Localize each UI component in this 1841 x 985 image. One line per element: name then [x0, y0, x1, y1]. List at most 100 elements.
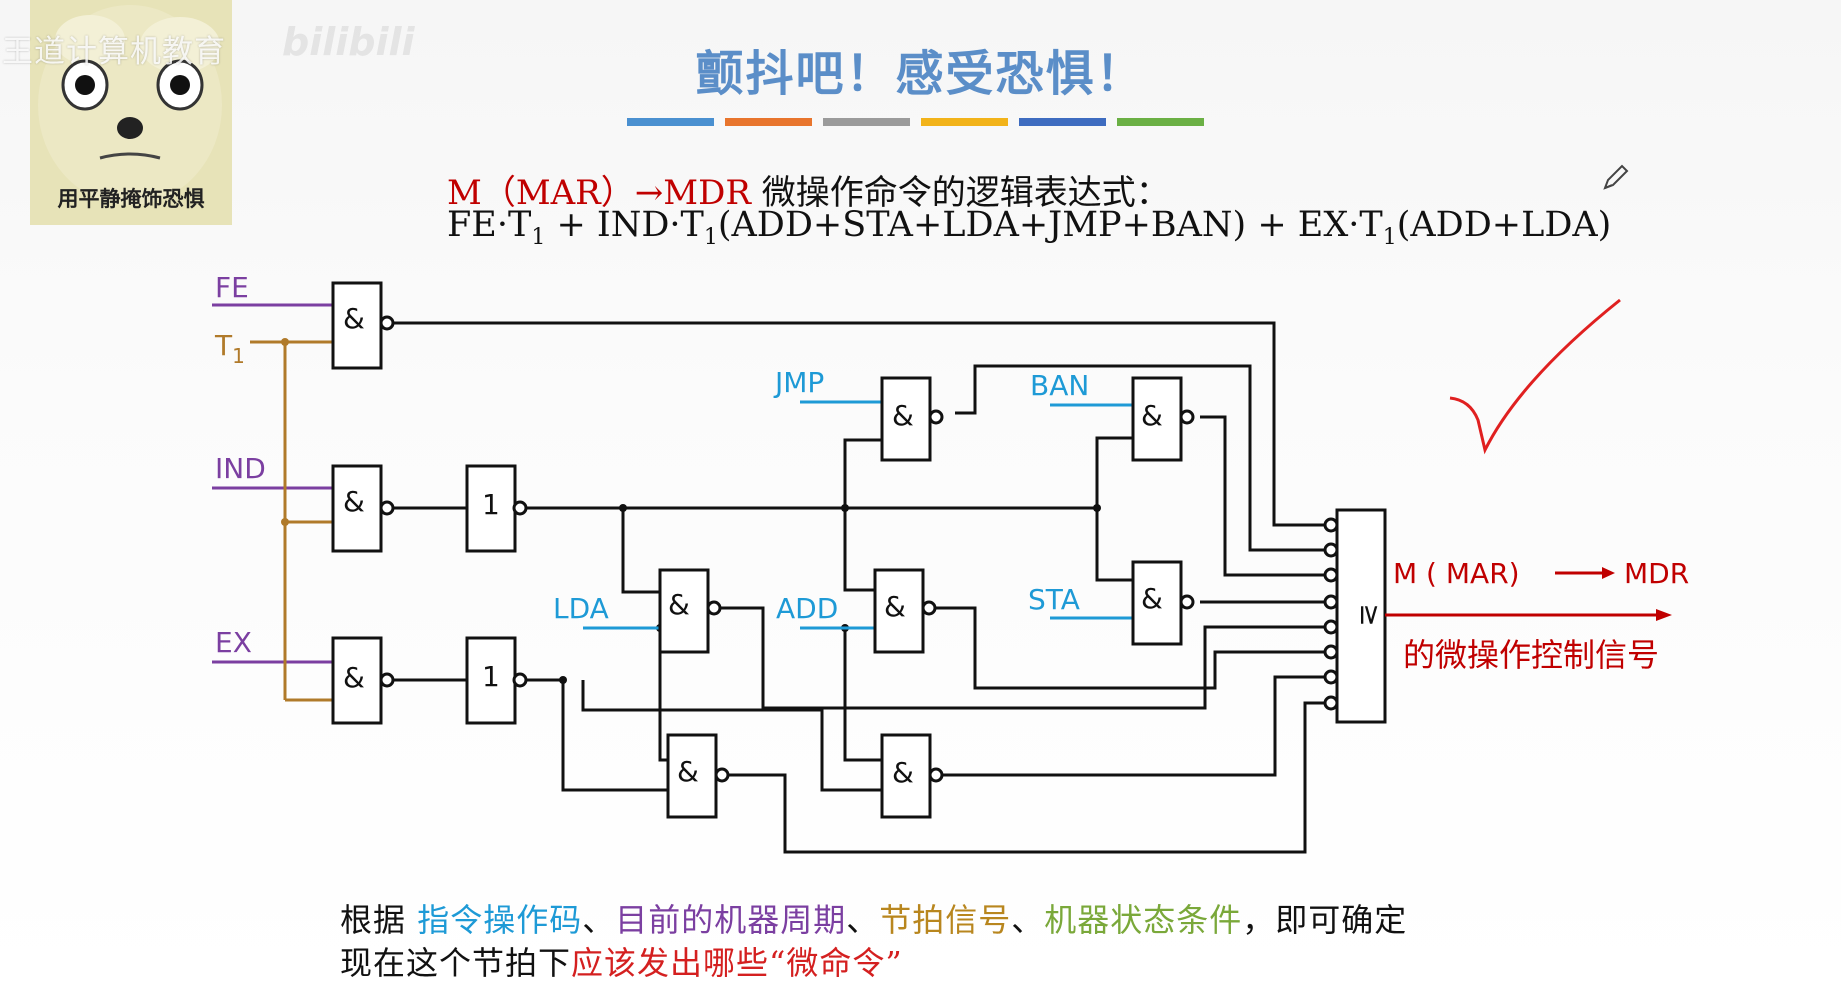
color-bar: [1117, 118, 1204, 126]
formula-part: (ADD+LDA): [1396, 205, 1612, 245]
wire: [843, 438, 882, 508]
bottom-note-line2: 现在这个节拍下应该发出哪些“微命令”: [340, 938, 903, 984]
formula-part: (ADD+STA+LDA+JMP+BAN) + EX·T: [717, 205, 1383, 245]
wire: [658, 628, 668, 762]
junction-dot: [559, 676, 567, 684]
formula-sub: 1: [531, 225, 546, 250]
and-gate-lda: [658, 568, 710, 654]
wire: [621, 508, 660, 594]
and-gate-sta: [1131, 560, 1183, 646]
inversion-bubble: [1179, 409, 1195, 425]
inversion-bubble: [512, 672, 528, 688]
wire: [1200, 415, 1326, 577]
inversion-bubble: [1323, 619, 1339, 635]
gate-symbol: 1: [482, 488, 500, 521]
wire: [1095, 436, 1133, 508]
gate-symbol: &: [892, 399, 914, 432]
gate-symbol: &: [892, 756, 914, 789]
bilibili-logo: bilibili: [282, 20, 415, 64]
inversion-bubble: [714, 767, 730, 783]
gate-symbol: 1: [482, 660, 500, 693]
wire: [935, 675, 1326, 777]
and-gate-jmp: [880, 376, 932, 462]
not-gate-ex: [465, 636, 517, 725]
junction-dot: [619, 504, 627, 512]
gate-symbol: &: [884, 590, 906, 623]
note-text: 、: [846, 901, 880, 939]
note-micro-commands: 应该发出哪些“微命令”: [571, 944, 903, 982]
formula-part: + IND·T: [545, 205, 704, 245]
note-timing-signal: 节拍信号: [879, 901, 1012, 939]
junction-dot: [1093, 504, 1101, 512]
inversion-bubble: [1323, 695, 1339, 711]
note-text: 、: [582, 901, 616, 939]
opcode-label-lda: LDA: [553, 592, 609, 625]
opcode-label-add: ADD: [776, 592, 838, 625]
color-bar: [823, 118, 910, 126]
wire: [561, 680, 668, 792]
inversion-bubble: [1323, 517, 1339, 533]
bottom-note-line1: 根据 指令操作码、目前的机器周期、节拍信号、机器状态条件，即可确定: [340, 895, 1407, 941]
wire: [843, 508, 875, 592]
expression-heading-text: 微操作命令的逻辑表达式：: [750, 173, 1170, 213]
and-gate-add: [873, 568, 925, 654]
and-gate-ex: [331, 636, 383, 725]
page-title: 颤抖吧！感受恐惧！: [695, 46, 1146, 102]
wire: [843, 628, 882, 762]
inversion-bubble: [1323, 669, 1339, 685]
opcode-label-ban: BAN: [1030, 369, 1089, 402]
watermark-text: 王道计算机教育: [2, 34, 226, 70]
inversion-bubble: [1179, 594, 1195, 610]
note-text: 、: [1011, 901, 1045, 939]
formula-sub: 1: [1382, 225, 1397, 250]
output-arrowhead: [1656, 609, 1672, 621]
opcode-label-sta: STA: [1028, 583, 1080, 616]
inversion-bubble: [706, 600, 722, 616]
expression-heading: M（MAR）→MDR 微操作命令的逻辑表达式：: [447, 165, 1170, 214]
gate-symbol: &: [343, 485, 365, 518]
gate-symbol: &: [343, 302, 365, 335]
wire: [1095, 508, 1133, 582]
and-gate-ind: [331, 464, 383, 553]
dog-face-image: [38, 5, 222, 205]
opcode-label-jmp: JMP: [773, 366, 824, 399]
input-label-t1: T1: [214, 329, 245, 368]
inversion-bubble: [1323, 567, 1339, 583]
inversion-bubble: [928, 767, 944, 783]
note-opcode: 指令操作码: [417, 901, 583, 939]
logic-formula: FE·T1 + IND·T1(ADD+STA+LDA+JMP+BAN) + EX…: [447, 205, 1611, 250]
output-label-mdr: MDR: [1624, 557, 1689, 590]
color-bar: [921, 118, 1008, 126]
wire: [935, 606, 1326, 690]
color-bars: [627, 118, 1204, 126]
inversion-bubble: [921, 600, 937, 616]
wire: [720, 606, 1326, 710]
gate-symbol: &: [677, 755, 699, 788]
color-bar: [627, 118, 714, 126]
note-machine-cycle: 目前的机器周期: [615, 901, 847, 939]
gate-symbol: ≥: [1354, 603, 1387, 626]
wire: [728, 701, 1326, 854]
gate-symbol: &: [668, 588, 690, 621]
and-gate-ex-lda: [666, 733, 718, 819]
note-text: 根据: [340, 901, 418, 939]
gate-symbol: &: [1141, 582, 1163, 615]
inversion-bubble: [928, 409, 944, 425]
formula-sub: 1: [703, 225, 718, 250]
inversion-bubble: [512, 500, 528, 516]
meme-sticker: 用平静掩饰恐惧: [30, 0, 232, 225]
inversion-bubble: [379, 315, 395, 331]
color-bar: [1019, 118, 1106, 126]
input-label-fe: FE: [215, 271, 249, 304]
input-label-ex: EX: [215, 626, 252, 659]
formula-part: FE·T: [447, 205, 532, 245]
gate-symbol: &: [1141, 399, 1163, 432]
junction-dot: [281, 518, 289, 526]
gate-symbol: &: [343, 661, 365, 694]
junction-dot: [841, 504, 849, 512]
color-bar: [725, 118, 812, 126]
inversion-bubble: [1323, 594, 1339, 610]
inversion-bubble: [379, 672, 395, 688]
wire: [392, 321, 1326, 527]
input-label-ind: IND: [215, 452, 266, 485]
